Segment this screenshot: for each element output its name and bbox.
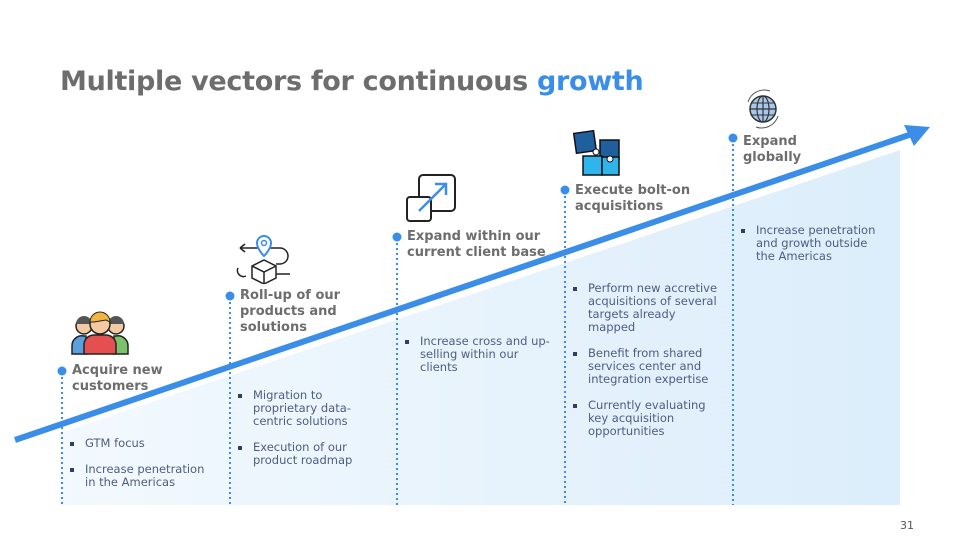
vector-heading-expand-clients: Expand within our current client base [407, 229, 546, 260]
vector-heading-acquire: Acquire new customers [72, 363, 163, 394]
bullets-globally: Increase penetration and growth outside … [738, 224, 888, 276]
bullet-item: Benefit from shared services center and … [570, 347, 720, 386]
bullet-item: Migration to proprietary data-centric so… [235, 389, 375, 428]
bullet-item: Execution of our product roadmap [235, 441, 375, 467]
bullet-item: Currently evaluating key acquisition opp… [570, 399, 720, 438]
package-location-icon [236, 234, 290, 284]
timeline-dots [57, 133, 738, 376]
globe-icon [747, 89, 779, 129]
vector-heading-globally: Expand globally [743, 134, 802, 165]
bullet-item: Increase penetration and growth outside … [738, 224, 888, 263]
bullets-acquisitions: Perform new accretive acquisitions of se… [570, 282, 720, 451]
vector-heading-acquisitions: Execute bolt-on acquisitions [575, 183, 691, 214]
bullets-rollup: Migration to proprietary data-centric so… [235, 389, 375, 480]
timeline-dividers [61, 139, 734, 505]
bullets-expand-clients: Increase cross and up-selling within our… [402, 335, 552, 387]
customers-icon [71, 311, 129, 355]
growth-area [60, 150, 900, 505]
bullet-item: GTM focus [67, 437, 217, 450]
bullets-acquire: GTM focus Increase penetration in the Am… [67, 437, 217, 502]
bullet-item: Perform new accretive acquisitions of se… [570, 282, 720, 334]
page-number: 31 [900, 519, 914, 532]
bullet-item: Increase cross and up-selling within our… [402, 335, 552, 374]
puzzle-icon [572, 129, 620, 176]
expand-arrow-icon [406, 174, 456, 222]
vector-heading-rollup: Roll-up of our products and solutions [240, 288, 341, 335]
bullet-item: Increase penetration in the Americas [67, 463, 217, 489]
page-title: Multiple vectors for continuous growth [60, 66, 644, 97]
